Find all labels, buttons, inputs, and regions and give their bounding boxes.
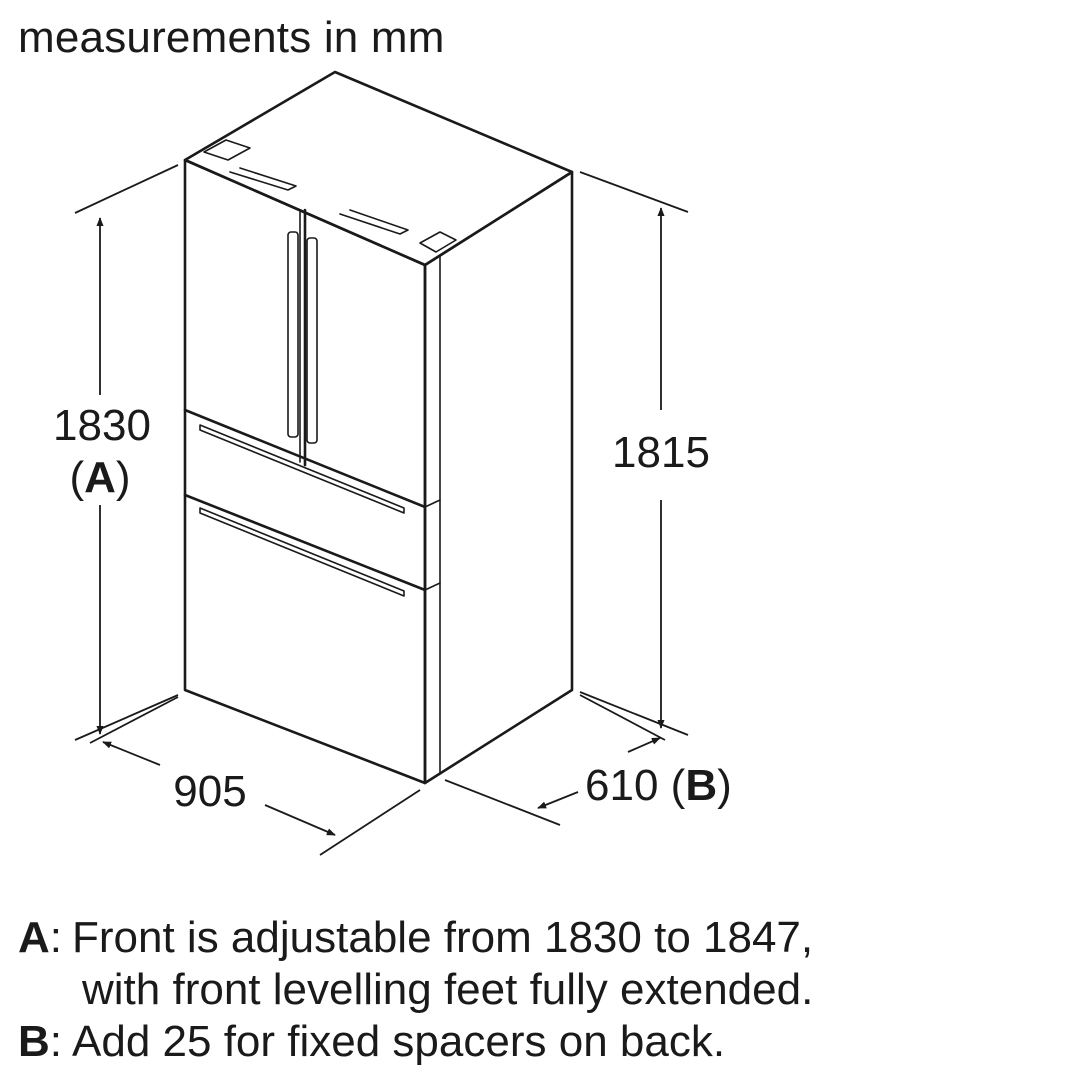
note-a: A: Front is adjustable from 1830 to 1847… [18,913,814,962]
right-door-handle [306,237,318,444]
fridge-dimension-drawing: 1830 (A) 1815 905 610 (B) [53,70,732,856]
drawer-1-top [183,408,427,509]
depth-dimension: 610 (B) [444,694,732,826]
height-side-value: 1815 [612,428,710,477]
note-b-key: B [18,1017,50,1066]
note-b-text: Add 25 for fixed spacers on back. [72,1017,726,1066]
note-a-continuation: with front levelling feet fully extended… [82,965,814,1014]
fridge-front-face [183,158,427,785]
height-front-dimension: 1830 (A) [53,164,179,741]
note-a-key: A [18,913,50,962]
drawer-1-handle [199,424,405,514]
width-dimension: 905 [89,696,421,856]
fridge-side-face [423,170,574,785]
drawer-2-top [183,493,427,592]
left-hinge [203,139,251,161]
depth-tag-letter: B [685,761,717,810]
fridge-illustration [183,70,574,785]
left-door-handle [287,231,299,438]
depth-value: 610 [585,761,658,810]
units-caption: measurements in mm [18,13,445,62]
note-b: B: Add 25 for fixed spacers on back. [18,1017,726,1066]
note-a-text: Front is adjustable from 1830 to 1847, [72,913,814,962]
right-hinge [419,231,457,253]
drawer-2-handle [199,507,405,597]
height-side-dimension: 1815 [579,171,710,736]
depth-label: 610 (B) [585,761,732,810]
footnotes: A: Front is adjustable from 1830 to 1847… [18,912,813,1068]
height-front-tag-letter: A [84,453,116,502]
height-front-tag: (A) [69,453,130,502]
height-front-value: 1830 [53,401,151,450]
width-value: 905 [173,767,246,816]
